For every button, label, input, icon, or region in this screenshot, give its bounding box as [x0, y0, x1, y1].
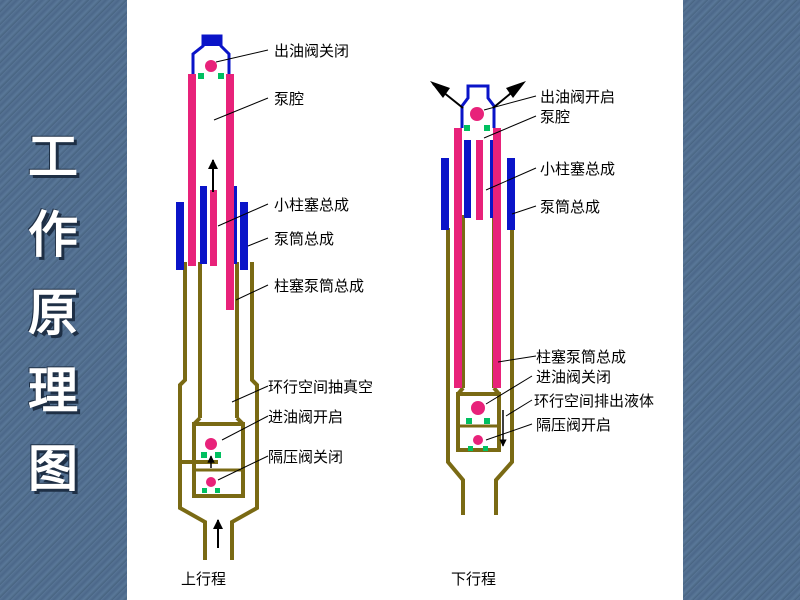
barrel-outer-left — [178, 262, 207, 560]
valve-seat — [198, 73, 204, 79]
discharge-arrow-head — [506, 81, 526, 98]
inlet-valve-ball — [471, 401, 485, 415]
left-decorative-panel — [0, 0, 127, 600]
label-annulus-discharge: 环行空间排出液体 — [534, 392, 654, 410]
leader-line — [215, 49, 269, 63]
label-pump-chamber: 泵腔 — [540, 108, 570, 126]
plunger-wall-pink — [454, 128, 462, 388]
isolation-valve-ball — [473, 435, 483, 445]
title-char: 原 — [28, 283, 78, 342]
pump-barrel-blue — [441, 158, 449, 230]
label-small-plunger: 小柱塞总成 — [274, 196, 349, 214]
plunger-wall-pink — [188, 74, 196, 266]
leader-line — [217, 455, 269, 481]
pump-barrel-blue — [464, 140, 471, 218]
label-pump-chamber: 泵腔 — [274, 90, 304, 108]
valve-chamber — [456, 392, 501, 452]
leader-line — [231, 385, 269, 403]
title-char: 工 — [28, 127, 78, 186]
barrel-outer-right — [230, 262, 259, 560]
right-decorative-panel — [683, 0, 800, 600]
title-char: 作 — [28, 205, 78, 264]
leader-line — [485, 167, 537, 191]
inlet-valve-ball — [205, 438, 217, 450]
label-isolation-valve-closed: 隔压阀关闭 — [268, 448, 343, 466]
title-char: 理 — [28, 361, 78, 420]
outlet-valve-ball — [205, 60, 217, 72]
leader-line — [221, 415, 269, 441]
downstroke-caption: 下行程 — [451, 570, 496, 588]
pump-barrel-blue — [176, 202, 184, 270]
valve-seat — [484, 125, 490, 131]
leader-line — [485, 375, 533, 405]
label-isolation-valve-open: 隔压阀开启 — [536, 416, 611, 434]
leader-line — [247, 237, 269, 247]
label-small-plunger: 小柱塞总成 — [540, 160, 615, 178]
page-title: 工 作 原 理 图 — [18, 118, 88, 508]
plunger-wall-pink — [226, 266, 234, 310]
pump-barrel-blue — [200, 186, 207, 264]
valve-seat — [484, 418, 490, 424]
label-outlet-valve-closed: 出油阀关闭 — [274, 42, 349, 60]
pump-diagram: 出油阀关闭 泵腔 小柱塞总成 泵筒总成 柱塞泵筒总成 环行空间抽真空 进油阀开启… — [176, 34, 654, 588]
barrel-outer-left — [446, 228, 465, 515]
label-inlet-valve-open: 进油阀开启 — [268, 408, 343, 426]
discharge-arrow-head — [430, 81, 450, 98]
label-pump-barrel: 泵筒总成 — [540, 198, 600, 216]
plunger-wall-pink — [210, 190, 217, 266]
diagram-canvas: 出油阀关闭 泵腔 小柱塞总成 泵筒总成 柱塞泵筒总成 环行空间抽真空 进油阀开启… — [127, 0, 683, 600]
leader-line — [213, 97, 269, 121]
leader-line — [235, 284, 269, 301]
outlet-valve-cage — [460, 84, 496, 128]
pump-barrel-blue — [507, 158, 515, 230]
leader-line — [483, 115, 537, 139]
pump-barrel-blue — [240, 202, 248, 270]
downstroke-pump — [430, 81, 537, 515]
leader-line — [217, 203, 269, 227]
valve-seat — [202, 488, 207, 493]
valve-seat — [218, 73, 224, 79]
upstroke-pump — [176, 34, 269, 560]
plunger-wall-pink — [476, 140, 483, 220]
valve-seat — [468, 446, 473, 451]
title-char: 图 — [28, 439, 78, 498]
plunger-wall-pink — [226, 74, 234, 266]
label-plunger-barrel: 柱塞泵筒总成 — [536, 348, 626, 366]
valve-seat — [201, 452, 207, 458]
label-outlet-valve-open: 出油阀开启 — [540, 88, 615, 106]
valve-seat — [464, 125, 470, 131]
leader-line — [511, 205, 537, 215]
valve-seat — [466, 418, 472, 424]
isolation-valve-ball — [206, 477, 216, 487]
valve-seat — [215, 488, 220, 493]
barrel-outer-right — [494, 228, 514, 515]
valve-seat — [215, 452, 221, 458]
label-inlet-valve-closed: 进油阀关闭 — [536, 368, 611, 386]
label-annulus-vacuum: 环行空间抽真空 — [268, 378, 373, 396]
plunger-wall-pink — [493, 128, 501, 388]
outlet-valve-ball — [470, 107, 484, 121]
label-plunger-barrel: 柱塞泵筒总成 — [274, 277, 364, 295]
leader-line — [505, 399, 533, 417]
label-pump-barrel: 泵筒总成 — [274, 230, 334, 248]
leader-line — [483, 95, 537, 111]
valve-seat — [483, 446, 488, 451]
outlet-valve-cap — [203, 36, 221, 46]
upstroke-caption: 上行程 — [181, 570, 226, 588]
leader-line — [485, 423, 533, 441]
leader-line — [497, 355, 537, 363]
